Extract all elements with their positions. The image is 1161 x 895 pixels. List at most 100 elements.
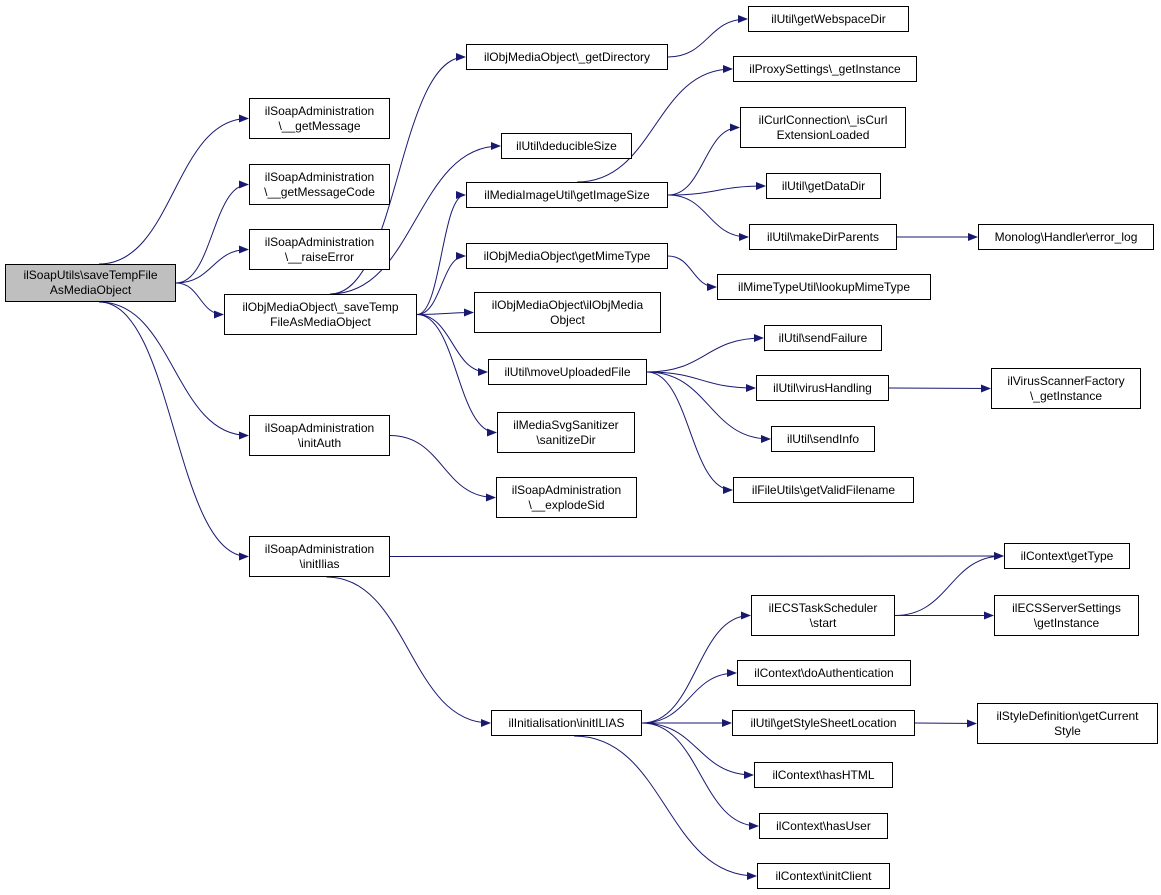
node-label-line: ilSoapUtils\saveTempFile: [23, 268, 158, 282]
node-util-send-info[interactable]: ilUtil\sendInfo: [771, 426, 875, 452]
node-label-line: ilObjMediaObject\_getDirectory: [483, 49, 651, 64]
node-label-line: Object: [550, 312, 585, 327]
node-context-do-authentication[interactable]: ilContext\doAuthentication: [737, 660, 911, 686]
node-proxy-settings-get-instance[interactable]: ilProxySettings\_getInstance: [733, 56, 917, 82]
node-label-line: ilUtil\getStyleSheetLocation: [750, 715, 897, 730]
node-util-get-data-dir[interactable]: ilUtil\getDataDir: [766, 173, 881, 199]
node-label-line: ilObjMediaObject\ilObjMedia: [491, 297, 644, 312]
edge-initILIAS-to-initClient: [574, 735, 757, 880]
node-label-line: ilSoapAdministration: [511, 482, 622, 497]
node-label-line: ilSoapAdministration: [264, 103, 375, 118]
node-label-line: \initIlias: [299, 556, 340, 571]
node-label-line: Style: [1054, 723, 1081, 738]
call-edges: [99, 15, 1004, 880]
node-media-image-util-get-image-size[interactable]: ilMediaImageUtil\getImageSize: [466, 182, 668, 208]
node-virus-scanner-factory-get-instance[interactable]: ilVirusScannerFactory\_getInstance: [991, 368, 1141, 409]
node-util-deducible-size[interactable]: ilUtil\deducibleSize: [501, 133, 632, 159]
node-label-line: \sanitizeDir: [536, 432, 596, 447]
node-obj-media-object-get-directory[interactable]: ilObjMediaObject\_getDirectory: [466, 44, 668, 70]
node-monolog-error-log[interactable]: Monolog\Handler\error_log: [978, 224, 1154, 250]
edge-saveTempFileMO-to-getDirectory: [330, 53, 466, 295]
node-context-get-type[interactable]: ilContext\getType: [1004, 543, 1130, 569]
node-label-line: ilContext\hasHTML: [772, 767, 875, 782]
node-soap-admin-get-message[interactable]: ilSoapAdministration\__getMessage: [249, 98, 390, 139]
node-util-send-failure[interactable]: ilUtil\sendFailure: [764, 325, 882, 351]
node-context-init-client[interactable]: ilContext\initClient: [757, 863, 890, 889]
edge-moveUploadedFile-to-sendFailure: [646, 334, 764, 373]
node-context-has-html[interactable]: ilContext\hasHTML: [754, 762, 893, 788]
node-soap-admin-init-auth[interactable]: ilSoapAdministration\initAuth: [249, 415, 390, 456]
node-label-line: \_getInstance: [1029, 388, 1103, 403]
node-label-line: \__raiseError: [284, 249, 355, 264]
edge-initILIAS-to-doAuth: [641, 669, 737, 724]
node-label-line: ilSoapAdministration: [264, 234, 375, 249]
edge-initILIAS-to-ecsStart: [641, 611, 751, 724]
node-label-line: ilUtil\deducibleSize: [516, 138, 617, 153]
node-label-line: AsMediaObject: [49, 283, 132, 297]
node-obj-media-object-get-mime-type[interactable]: ilObjMediaObject\getMimeType: [466, 243, 668, 269]
node-label-line: \getInstance: [1033, 615, 1100, 630]
edge-getDirectory-to-getWebspaceDir: [667, 15, 748, 58]
edge-getImageSize-to-makeDirParents: [667, 194, 749, 241]
node-context-has-user[interactable]: ilContext\hasUser: [759, 813, 888, 839]
edge-saveTempFileMO-to-ilObjMediaObject: [416, 308, 474, 317]
node-label-line: ilObjMediaObject\_saveTemp: [242, 299, 399, 314]
node-label-line: \__explodeSid: [528, 497, 605, 512]
node-label-line: ilUtil\getWebspaceDir: [771, 11, 886, 26]
node-util-virus-handling[interactable]: ilUtil\virusHandling: [756, 375, 889, 401]
node-label-line: ilSoapAdministration: [264, 541, 375, 556]
node-soap-admin-raise-error[interactable]: ilSoapAdministration\__raiseError: [249, 229, 390, 270]
node-soap-admin-init-ilias[interactable]: ilSoapAdministration\initIlias: [249, 536, 390, 577]
node-label-line: ilMediaSvgSanitizer: [513, 417, 619, 432]
node-label-line: \start: [809, 615, 837, 630]
edge-root-to-saveTempFileMO: [175, 282, 224, 319]
edge-styleSheetLoc-to-currentStyle: [914, 719, 977, 728]
node-ecs-server-settings-get-instance[interactable]: ilECSServerSettings\getInstance: [994, 595, 1139, 636]
edge-initIlias-to-getType: [389, 552, 1004, 561]
node-label-line: FileAsMediaObject: [270, 314, 371, 329]
edge-saveTempFileMO-to-sanitizeDir: [416, 314, 497, 437]
node-label-line: ilUtil\sendInfo: [786, 431, 860, 446]
edge-root-to-raiseError: [175, 245, 249, 284]
node-soap-admin-get-message-code[interactable]: ilSoapAdministration\__getMessageCode: [249, 164, 390, 205]
edge-initILIAS-to-hasHTML: [641, 722, 754, 779]
node-label-line: ilMimeTypeUtil\lookupMimeType: [737, 279, 911, 294]
node-mime-type-util-lookup-mime-type[interactable]: ilMimeTypeUtil\lookupMimeType: [717, 274, 931, 300]
edge-moveUploadedFile-to-sendInfo: [646, 371, 771, 443]
node-initialisation-init-ilias[interactable]: ilInitialisation\initILIAS: [491, 710, 642, 736]
edge-saveTempFileMO-to-moveUploadedFile: [416, 314, 488, 376]
edge-root-to-getMessageCode: [175, 180, 249, 284]
node-label-line: ilECSServerSettings: [1012, 600, 1121, 615]
node-label-line: ilVirusScannerFactory: [1007, 373, 1125, 388]
node-label-line: ilCurlConnection\_isCurl: [758, 112, 888, 127]
node-label-line: \__getMessage: [278, 118, 361, 133]
node-label-line: ilContext\getType: [1020, 548, 1114, 563]
node-label-line: ilObjMediaObject\getMimeType: [483, 248, 651, 263]
node-label-line: ilUtil\getDataDir: [781, 178, 866, 193]
node-label-line: \__getMessageCode: [264, 184, 375, 199]
edge-saveTempFileMO-to-getMimeType: [416, 252, 466, 315]
node-util-move-uploaded-file[interactable]: ilUtil\moveUploadedFile: [488, 359, 647, 385]
edge-saveTempFileMO-to-getImageSize: [416, 191, 466, 315]
node-util-get-webspace-dir[interactable]: ilUtil\getWebspaceDir: [748, 6, 909, 32]
edge-root-to-initIlias: [99, 301, 249, 561]
edge-initILIAS-to-hasUser: [641, 722, 759, 830]
node-file-utils-get-valid-filename[interactable]: ilFileUtils\getValidFilename: [733, 477, 914, 503]
edge-ecsStart-to-getType: [894, 552, 1004, 616]
edge-getImageSize-to-proxyGetInstance: [577, 65, 733, 183]
edge-moveUploadedFile-to-virusHandling: [646, 371, 756, 392]
node-util-make-dir-parents[interactable]: ilUtil\makeDirParents: [749, 224, 897, 250]
node-ecs-task-scheduler-start[interactable]: ilECSTaskScheduler\start: [751, 595, 895, 636]
node-soap-admin-explode-sid[interactable]: ilSoapAdministration\__explodeSid: [496, 477, 637, 518]
node-util-get-style-sheet-location[interactable]: ilUtil\getStyleSheetLocation: [732, 710, 915, 736]
node-media-svg-sanitizer-sanitize-dir[interactable]: ilMediaSvgSanitizer\sanitizeDir: [497, 412, 635, 453]
node-label-line: ilMediaImageUtil\getImageSize: [484, 187, 650, 202]
edge-getImageSize-to-getDataDir: [667, 182, 766, 196]
node-label-line: Monolog\Handler\error_log: [994, 229, 1138, 244]
edge-getImageSize-to-isCurlLoaded: [667, 123, 740, 196]
node-label-line: ilSoapAdministration: [264, 420, 375, 435]
